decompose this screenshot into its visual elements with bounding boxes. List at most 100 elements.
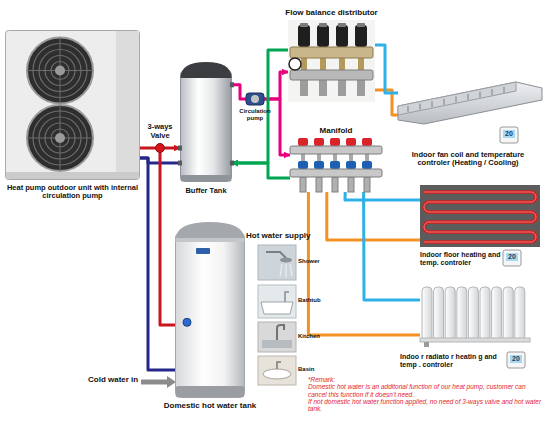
tank-cap [176, 222, 245, 240]
valve-body [339, 58, 345, 70]
bathtub-photo [258, 285, 296, 318]
circulation-pump: Circulation pump [246, 92, 264, 106]
valve-body [301, 58, 307, 70]
bath-faucet [285, 292, 289, 302]
pipe-connector [345, 192, 420, 200]
fixture-label: Hot water supply [246, 232, 336, 241]
cold-water-pipe [141, 380, 168, 385]
heat-pump-unit-shape [5, 30, 140, 180]
supply-bar [290, 146, 382, 154]
outlet-fitting [357, 80, 365, 96]
grille-slat [492, 89, 493, 95]
flow-distributor-shape [288, 20, 375, 102]
actuator-top [319, 23, 327, 27]
stem [317, 154, 321, 161]
return-bar [290, 70, 373, 80]
shower-water [280, 264, 292, 277]
tank-cap [181, 62, 232, 78]
stem [349, 154, 353, 161]
outlet-fitting [316, 177, 322, 192]
bathtub-shape [261, 302, 293, 314]
shower-head [280, 258, 292, 263]
thermostat-reading: 20 [506, 253, 518, 261]
kitchen-sink [262, 340, 292, 348]
outlet-fitting [332, 177, 338, 192]
outlet-fitting [338, 80, 346, 96]
hot-water-tank: Domestic hot water tank [175, 222, 245, 398]
front-face [398, 82, 516, 115]
node-label: Indoor floor heating and temp. controler [420, 251, 505, 267]
radiator-valve [424, 342, 429, 347]
node-label: Manifold [290, 127, 382, 136]
side-panel [116, 31, 139, 179]
kitchen-photo [258, 322, 296, 352]
pump-body [246, 93, 264, 105]
fan-coil-unit-shape [398, 82, 542, 124]
tank-body [176, 232, 245, 398]
fan-coil-unit: Indoor fan coil and temperature controle… [398, 82, 542, 124]
flow-distributor: Flow balance distributor [288, 20, 375, 102]
fixture-label: Kitchen [298, 333, 328, 340]
pipe-connector [232, 85, 246, 99]
pump-rotor [251, 95, 259, 103]
pipe-connector [364, 192, 420, 300]
pipe-stub [178, 146, 182, 151]
thermostat-reading: 20 [510, 355, 522, 363]
pipe-connector [140, 147, 155, 150]
manifold-shape [290, 138, 382, 192]
thermostat [503, 250, 521, 266]
pipe-connector [232, 50, 288, 163]
pipe-connector [327, 192, 420, 240]
actuator [336, 25, 348, 47]
heating-pipe [424, 192, 536, 242]
pipe-connector [232, 163, 290, 178]
stem [365, 154, 369, 161]
blue-cap [362, 161, 372, 169]
actuator-top [338, 23, 346, 27]
fan-grille [27, 105, 93, 171]
valve-body [320, 58, 326, 70]
unit-casing [6, 31, 140, 180]
three-way-valve: 3-ways Valve [155, 143, 165, 153]
pressure-gauge [289, 58, 301, 70]
red-cap [362, 138, 372, 146]
node-label: Circulation pump [234, 108, 276, 121]
remark-block: *Remark:Domestic hot water is an additon… [308, 376, 542, 412]
grille-slat [420, 104, 421, 110]
hot-water-tank-shape [175, 222, 245, 398]
node-label: Domestic hot water tank [153, 402, 267, 411]
grille-slat [408, 106, 409, 112]
tank-body [181, 70, 232, 182]
fixture-label: Bathtub [298, 297, 328, 304]
fan-hub [55, 133, 65, 143]
grille-slat [432, 101, 433, 107]
radiator-fin [480, 287, 490, 341]
supply-bar [290, 47, 373, 58]
outlet-fitting [300, 177, 306, 192]
shower-arm [266, 252, 286, 258]
radiator-fin [445, 287, 455, 341]
radiator-fin [492, 287, 502, 341]
three-way-valve-shape [155, 143, 165, 153]
valve-body [358, 58, 364, 70]
basin-photo [258, 356, 296, 385]
stem [333, 154, 337, 161]
base-rail [6, 172, 139, 179]
radiator-fin [468, 287, 478, 341]
thermostat-display [510, 355, 522, 363]
actuator [298, 25, 310, 47]
outlet-fitting [364, 177, 370, 192]
radiator-shape [420, 285, 530, 347]
actuator [355, 25, 367, 47]
fixture-label: Basin [298, 366, 328, 373]
brand-plate [196, 248, 210, 254]
grille-slat [456, 96, 457, 102]
basin-bowl [263, 369, 291, 379]
pipe-stub [230, 161, 234, 166]
node-label: Indoor fan coil and temperature controle… [408, 151, 528, 168]
pipe-stub [178, 161, 182, 166]
tank-base [181, 175, 232, 182]
radiator-fin [422, 287, 432, 341]
return-bar [290, 169, 382, 177]
thermostat [507, 352, 525, 368]
